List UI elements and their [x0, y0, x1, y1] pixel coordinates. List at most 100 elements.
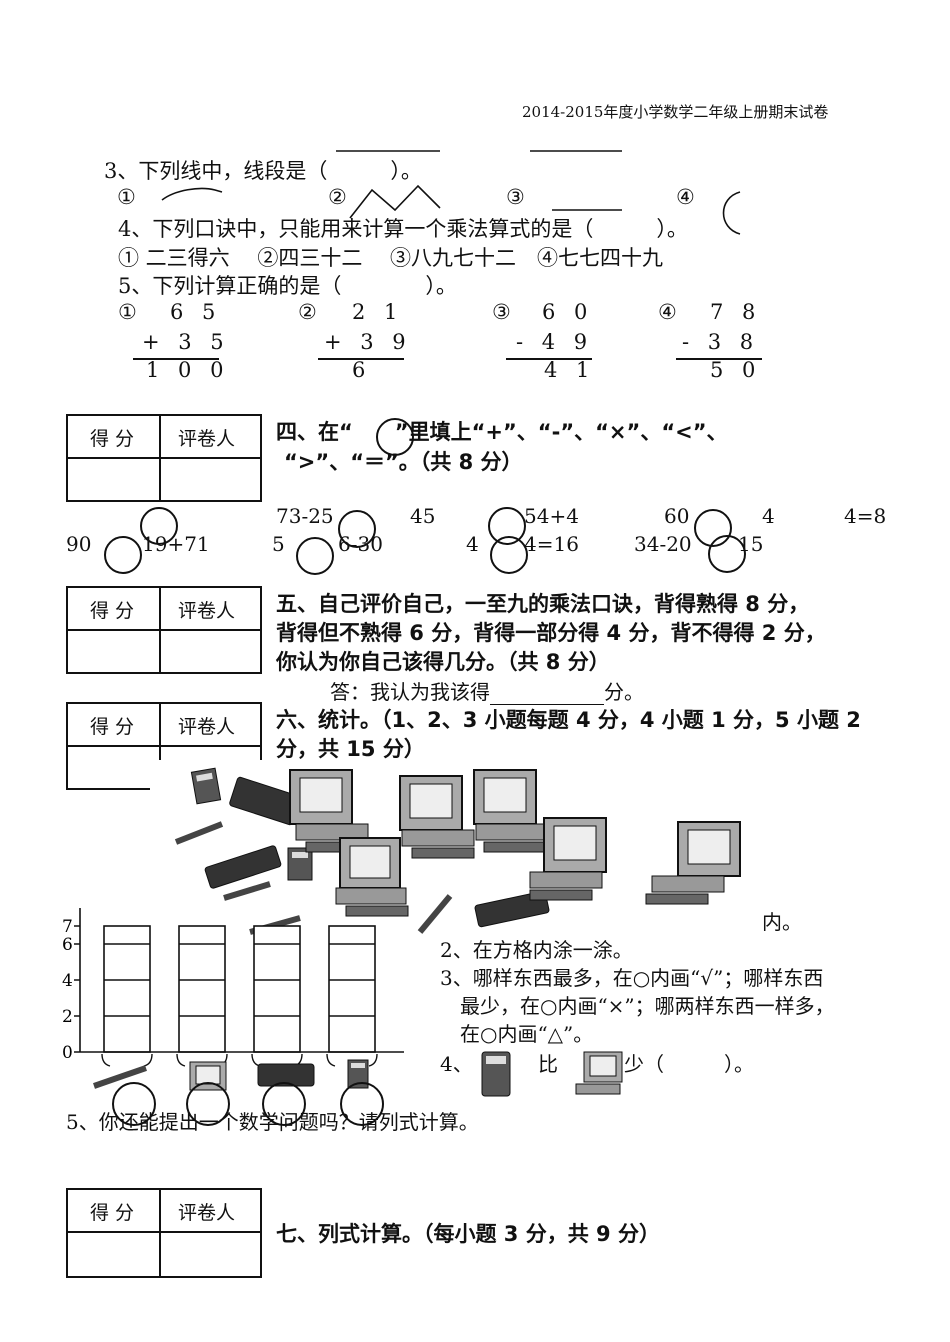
blank-circle[interactable]	[708, 535, 746, 573]
answer-circle[interactable]	[186, 1082, 230, 1126]
q5-b-3: - 4 9	[516, 330, 594, 354]
sec4-r1-e: 4	[762, 504, 775, 528]
q5-a-2: 2 1	[352, 300, 404, 324]
blank-circle[interactable]	[490, 536, 528, 574]
tally-chart: 0 2 4 67	[62, 908, 404, 1067]
q3-opt-4: ④	[676, 185, 695, 209]
q5-r-4: 5 0	[710, 358, 762, 382]
score-label: 得 分	[90, 716, 135, 738]
q3-opt-1: ①	[117, 185, 136, 209]
blank-circle[interactable]	[104, 536, 142, 574]
score-box-4: 得 分 评卷人	[66, 414, 262, 502]
pencil-icon	[174, 821, 224, 845]
sec5-line-1: 五、自己评价自己，一至九的乘法口诀，背得熟得 8 分，	[276, 592, 810, 616]
keyboard-icon	[204, 845, 282, 889]
y-tick-label: 2	[62, 1007, 73, 1027]
blank-circle[interactable]	[338, 510, 376, 548]
q5-b-4: - 3 8	[682, 330, 760, 354]
answer-circle[interactable]	[262, 1082, 306, 1126]
computer-icon	[645, 821, 741, 905]
sec6-q4-num: 4、	[440, 1052, 473, 1076]
q5-num-2: ②	[298, 300, 317, 324]
bar-label-bracket	[101, 1053, 153, 1067]
grader-label: 评卷人	[178, 600, 236, 622]
score-label: 得 分	[90, 1202, 135, 1224]
answer-circle[interactable]	[112, 1082, 156, 1126]
sec6-q3-line-1: 3、哪样东西最多，在○内画“√”；哪样东西	[440, 966, 824, 990]
sec5-line-3: 你认为你自己该得几分。（共 8 分）	[276, 650, 610, 674]
y-tick-label: 7	[62, 917, 73, 937]
score-label: 得 分	[90, 600, 135, 622]
q5-text: 5、下列计算正确的是（ ）。	[118, 274, 457, 298]
sec4-r2-f: 4=16	[524, 532, 579, 556]
grader-label: 评卷人	[178, 428, 236, 450]
sec6-q4-mid: 比	[538, 1052, 558, 1076]
title-circle	[376, 418, 414, 456]
q3-opt-2: ②	[328, 185, 347, 209]
blank-circle[interactable]	[140, 507, 178, 545]
sec6-q4-tail: 少（ ）。	[624, 1052, 754, 1076]
chart-bar-calculator	[328, 925, 376, 1053]
answer-prefix: 答：我认为我该得	[330, 680, 490, 704]
chart-bar-pencil	[103, 925, 151, 1053]
answer-suffix: 分。	[604, 680, 644, 704]
sec5-line-2: 背得但不熟得 6 分，背得一部分得 4 分，背不得得 2 分，	[276, 621, 826, 645]
sec4-r2-e: 4	[466, 532, 479, 556]
q3-line-figures	[161, 150, 741, 235]
sec6-line-2: 分，共 15 分）	[276, 737, 425, 761]
sec6-q3-line-3: 在○内画“△”。	[460, 1022, 594, 1046]
q5-a-4: 7 8	[710, 300, 762, 324]
sec4-r2-a: 90	[66, 532, 92, 556]
q5-b-1: + 3 5	[142, 330, 230, 354]
q3-text: 3、下列线中，线段是（ ）。	[104, 159, 422, 183]
sec7-title: 七、列式计算。（每小题 3 分，共 9 分）	[276, 1222, 660, 1246]
q5-b-2: + 3 9	[324, 330, 412, 354]
title-circle-2	[394, 448, 414, 472]
sec6-q3-line-2: 最少，在○内画“×”；哪两样东西一样多，	[460, 994, 835, 1018]
calculator-icon	[347, 1059, 369, 1089]
y-tick-label: 4	[62, 971, 73, 991]
pencil-icon	[223, 881, 271, 901]
sec4-r1-c: 54+4	[524, 504, 579, 528]
sec6-q5: 5、你还能提出一个数学问题吗？请列式计算。	[66, 1110, 479, 1134]
sec4-r2-g: 34-20	[634, 532, 692, 556]
computer-icon	[335, 837, 409, 917]
answer-circle[interactable]	[340, 1082, 384, 1126]
chart-bar-computer	[178, 925, 226, 1053]
q5-a-1: 6 5	[170, 300, 222, 324]
score-box-5: 得 分 评卷人	[66, 586, 262, 674]
sec6-line-1: 六、统计。（1、2、3 小题每题 4 分，4 小题 1 分，5 小题 2	[276, 708, 861, 732]
q3-opt-3: ③	[506, 185, 525, 209]
score-label: 得 分	[90, 428, 135, 450]
y-tick-label: 6	[62, 935, 73, 955]
computer-icon	[529, 817, 607, 901]
chart-bar-keyboard	[253, 925, 301, 1053]
sec4-r1-f: 4=8	[844, 504, 887, 528]
page-header: 2014-2015年度小学数学二年级上册期末试卷	[522, 103, 829, 121]
sec6-q2: 2、在方格内涂一涂。	[440, 938, 633, 962]
sec4-r1-d: 60	[664, 504, 690, 528]
computer-icon	[289, 769, 369, 853]
bar-label-bracket	[326, 1053, 378, 1067]
calculator-icon	[481, 1051, 511, 1097]
q5-a-3: 6 0	[542, 300, 594, 324]
pencil-icon	[93, 1065, 147, 1089]
computer-icon	[399, 775, 475, 859]
grader-label: 评卷人	[178, 716, 236, 738]
pencil-icon	[417, 894, 453, 934]
q5-num-1: ①	[118, 300, 137, 324]
sec5-answer: 答：我认为我该得 分。	[330, 676, 644, 705]
q5-num-3: ③	[492, 300, 511, 324]
q5-r-2: 6	[352, 358, 372, 382]
answer-blank[interactable]	[490, 684, 604, 705]
sec4-r1-a: 73-25	[276, 504, 334, 528]
score-box-7: 得 分 评卷人	[66, 1188, 262, 1278]
sec6-q1-tail: 内。	[762, 910, 802, 934]
sec4-title-1: 四、在“ ”里填上“+”、“-”、“×”、“<”、	[276, 420, 728, 444]
sec4-r1-b: 45	[410, 504, 436, 528]
q5-r-1: 1 0 0	[146, 358, 230, 382]
y-tick-label: 0	[62, 1043, 73, 1063]
q5-r-3: 4 1	[544, 358, 596, 382]
computer-icon	[575, 1051, 623, 1095]
blank-circle[interactable]	[296, 537, 334, 575]
